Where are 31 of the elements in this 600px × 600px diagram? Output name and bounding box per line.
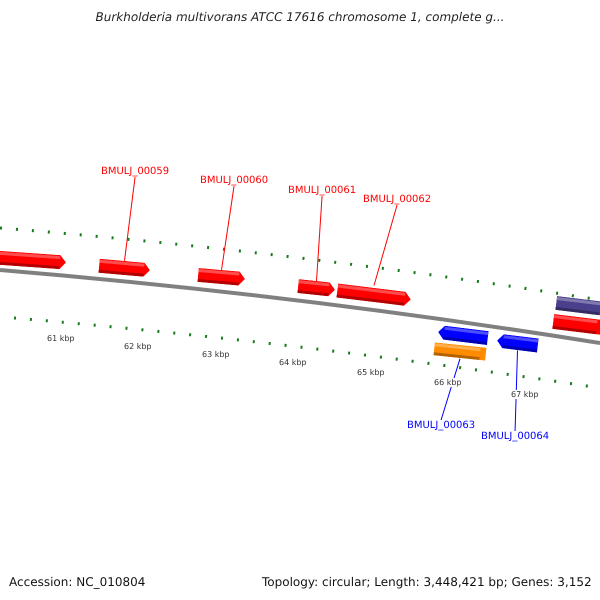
gene-label: BMULJ_00061 — [288, 185, 356, 196]
scale-label: 63 kbp — [202, 350, 230, 359]
gene-feature — [197, 268, 246, 286]
gene-feature — [98, 258, 151, 278]
gene-feature — [0, 250, 66, 270]
leader-line — [221, 186, 235, 270]
leader-line — [440, 358, 460, 420]
leader-line — [514, 350, 518, 432]
leader-line — [374, 204, 398, 286]
gene-bar — [433, 342, 487, 361]
gene-label: BMULJ_00064 — [481, 431, 550, 442]
info-text: Accession: NC_010804 — [9, 575, 146, 589]
gene-bar — [552, 314, 600, 335]
gene-feature — [297, 279, 336, 297]
scale-label: 67 kbp — [511, 390, 539, 399]
leader-line — [124, 176, 136, 262]
scale-label: 62 kbp — [124, 342, 152, 351]
leader-line — [316, 196, 323, 282]
title: Burkholderia multivorans ATCC 17616 chromosome 1, complete g... — [94, 10, 506, 24]
scale-label: 66 kbp — [434, 378, 462, 387]
scale-label: 64 kbp — [279, 358, 307, 367]
gene-label: BMULJ_00059 — [101, 166, 170, 177]
gene-label: BMULJ_00062 — [363, 194, 432, 205]
scale-label: 61 kbp — [47, 334, 75, 343]
gene-label: BMULJ_00060 — [200, 175, 268, 186]
gene-feature — [437, 325, 489, 345]
info-text: Topology: circular; Length: 3,448,421 bp; Genes: 3,152 — [262, 575, 592, 589]
gene-feature — [496, 334, 539, 352]
gene-label: BMULJ_00063 — [407, 420, 476, 431]
gene-bar — [555, 296, 600, 316]
scale-label: 65 kbp — [357, 368, 385, 377]
